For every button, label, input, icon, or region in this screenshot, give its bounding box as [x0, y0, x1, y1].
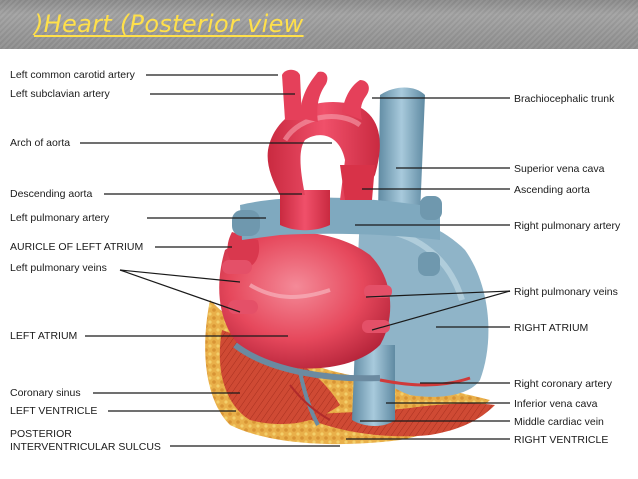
label-left-pulmonary-artery: Left pulmonary artery	[10, 212, 110, 224]
label-left-pulmonary-veins: Left pulmonary veins	[10, 262, 107, 274]
label-left-atrium: LEFT ATRIUM	[10, 330, 77, 342]
label-right-coronary-artery: Right coronary artery	[514, 378, 613, 390]
label-coronary-sinus: Coronary sinus	[10, 387, 81, 399]
label-right-pulmonary-artery: Right pulmonary artery	[514, 220, 621, 232]
label-ascending-aorta: Ascending aorta	[514, 184, 590, 196]
pulmonary-artery	[240, 197, 440, 240]
left-pulmonary-vein-upper	[222, 260, 252, 274]
label-middle-cardiac-vein: Middle cardiac vein	[514, 416, 604, 428]
left-atrium	[219, 231, 391, 369]
label-left-common-carotid: Left common carotid artery	[10, 69, 136, 81]
label-left-subclavian: Left subclavian artery	[10, 88, 111, 100]
label-left-ventricle: LEFT VENTRICLE	[10, 405, 97, 417]
label-posterior: POSTERIOR	[10, 428, 72, 440]
heart-diagram: Left common carotid artery Left subclavi…	[10, 69, 621, 453]
auricle-left-atrium	[227, 232, 260, 269]
right-pulmonary-artery-stub	[420, 196, 442, 220]
right-pulmonary-vein-lower	[362, 320, 390, 333]
middle-cardiac-vein	[298, 371, 320, 426]
superior-vena-cava	[378, 87, 425, 215]
label-interventricular-sulcus: INTERVENTRICULAR SULCUS	[10, 441, 161, 453]
label-superior-vena-cava: Superior vena cava	[514, 163, 605, 175]
slide-title: )Heart (Posterior view	[34, 10, 304, 38]
label-descending-aorta: Descending aorta	[10, 188, 92, 200]
label-right-pulmonary-veins: Right pulmonary veins	[514, 286, 618, 298]
labels-right: Brachiocephalic trunk Superior vena cava…	[514, 93, 621, 446]
right-coronary-artery	[379, 376, 471, 387]
label-arch-of-aorta: Arch of aorta	[10, 137, 70, 149]
descending-aorta	[280, 190, 330, 231]
inferior-vena-cava	[352, 345, 395, 426]
left-pulmonary-artery-stub	[232, 210, 260, 236]
label-auricle-left-atrium: AURICLE OF LEFT ATRIUM	[10, 241, 143, 253]
label-inferior-vena-cava: Inferior vena cava	[514, 398, 598, 410]
right-ventricle-surface	[300, 403, 495, 437]
label-right-atrium: RIGHT ATRIUM	[514, 322, 588, 334]
left-pulmonary-vein-lower	[228, 300, 258, 314]
label-right-ventricle: RIGHT VENTRICLE	[514, 434, 608, 446]
label-brachiocephalic-trunk: Brachiocephalic trunk	[514, 93, 615, 105]
ascending-aorta	[340, 165, 375, 200]
brachiocephalic	[342, 80, 369, 120]
left-common-carotid	[282, 69, 302, 120]
heart-illustration	[205, 69, 495, 445]
labels-left: Left common carotid artery Left subclavi…	[10, 69, 161, 453]
title-bar	[0, 0, 638, 49]
left-subclavian	[300, 71, 328, 122]
leader-lines	[80, 74, 511, 447]
right-pulmonary-vein-upper	[364, 285, 392, 298]
